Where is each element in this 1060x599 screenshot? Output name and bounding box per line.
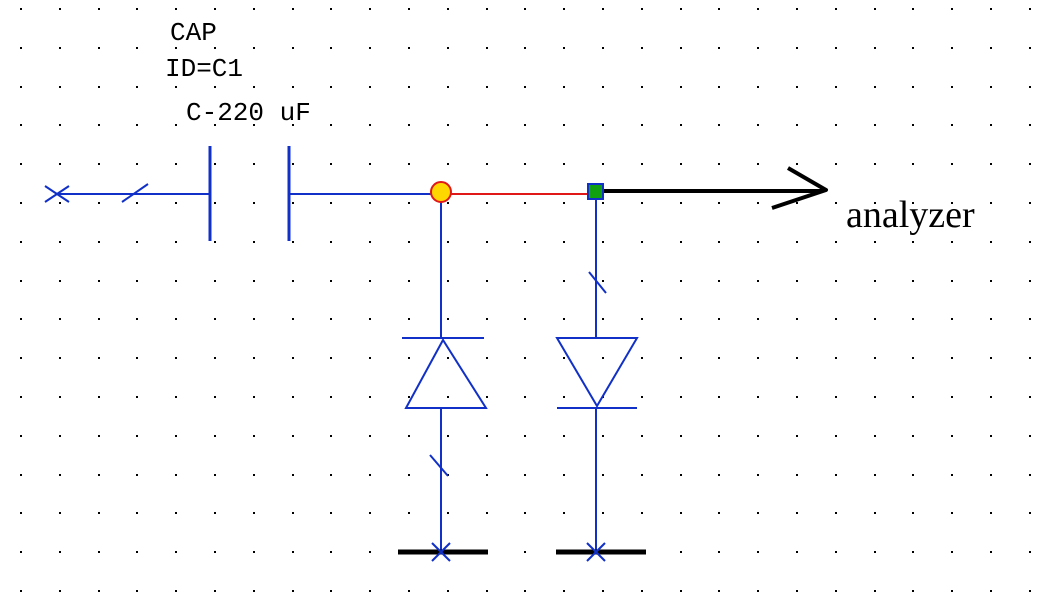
junction-node[interactable] — [430, 181, 452, 203]
input-wire[interactable] — [44, 183, 210, 203]
grid-dots — [20, 8, 1031, 592]
right-diode-branch[interactable] — [555, 194, 639, 552]
component-id-label: ID=C1 — [165, 54, 243, 84]
analyzer-label: analyzer — [846, 194, 975, 236]
left-ground[interactable] — [398, 542, 488, 562]
analyzer-arrow — [596, 166, 828, 210]
capacitor-symbol[interactable] — [208, 146, 291, 241]
left-diode-branch[interactable] — [402, 194, 488, 552]
output-port-node[interactable] — [587, 183, 604, 200]
component-type-label: CAP — [170, 18, 217, 48]
right-ground[interactable] — [556, 542, 646, 562]
component-value-label: C-220 uF — [186, 98, 311, 128]
